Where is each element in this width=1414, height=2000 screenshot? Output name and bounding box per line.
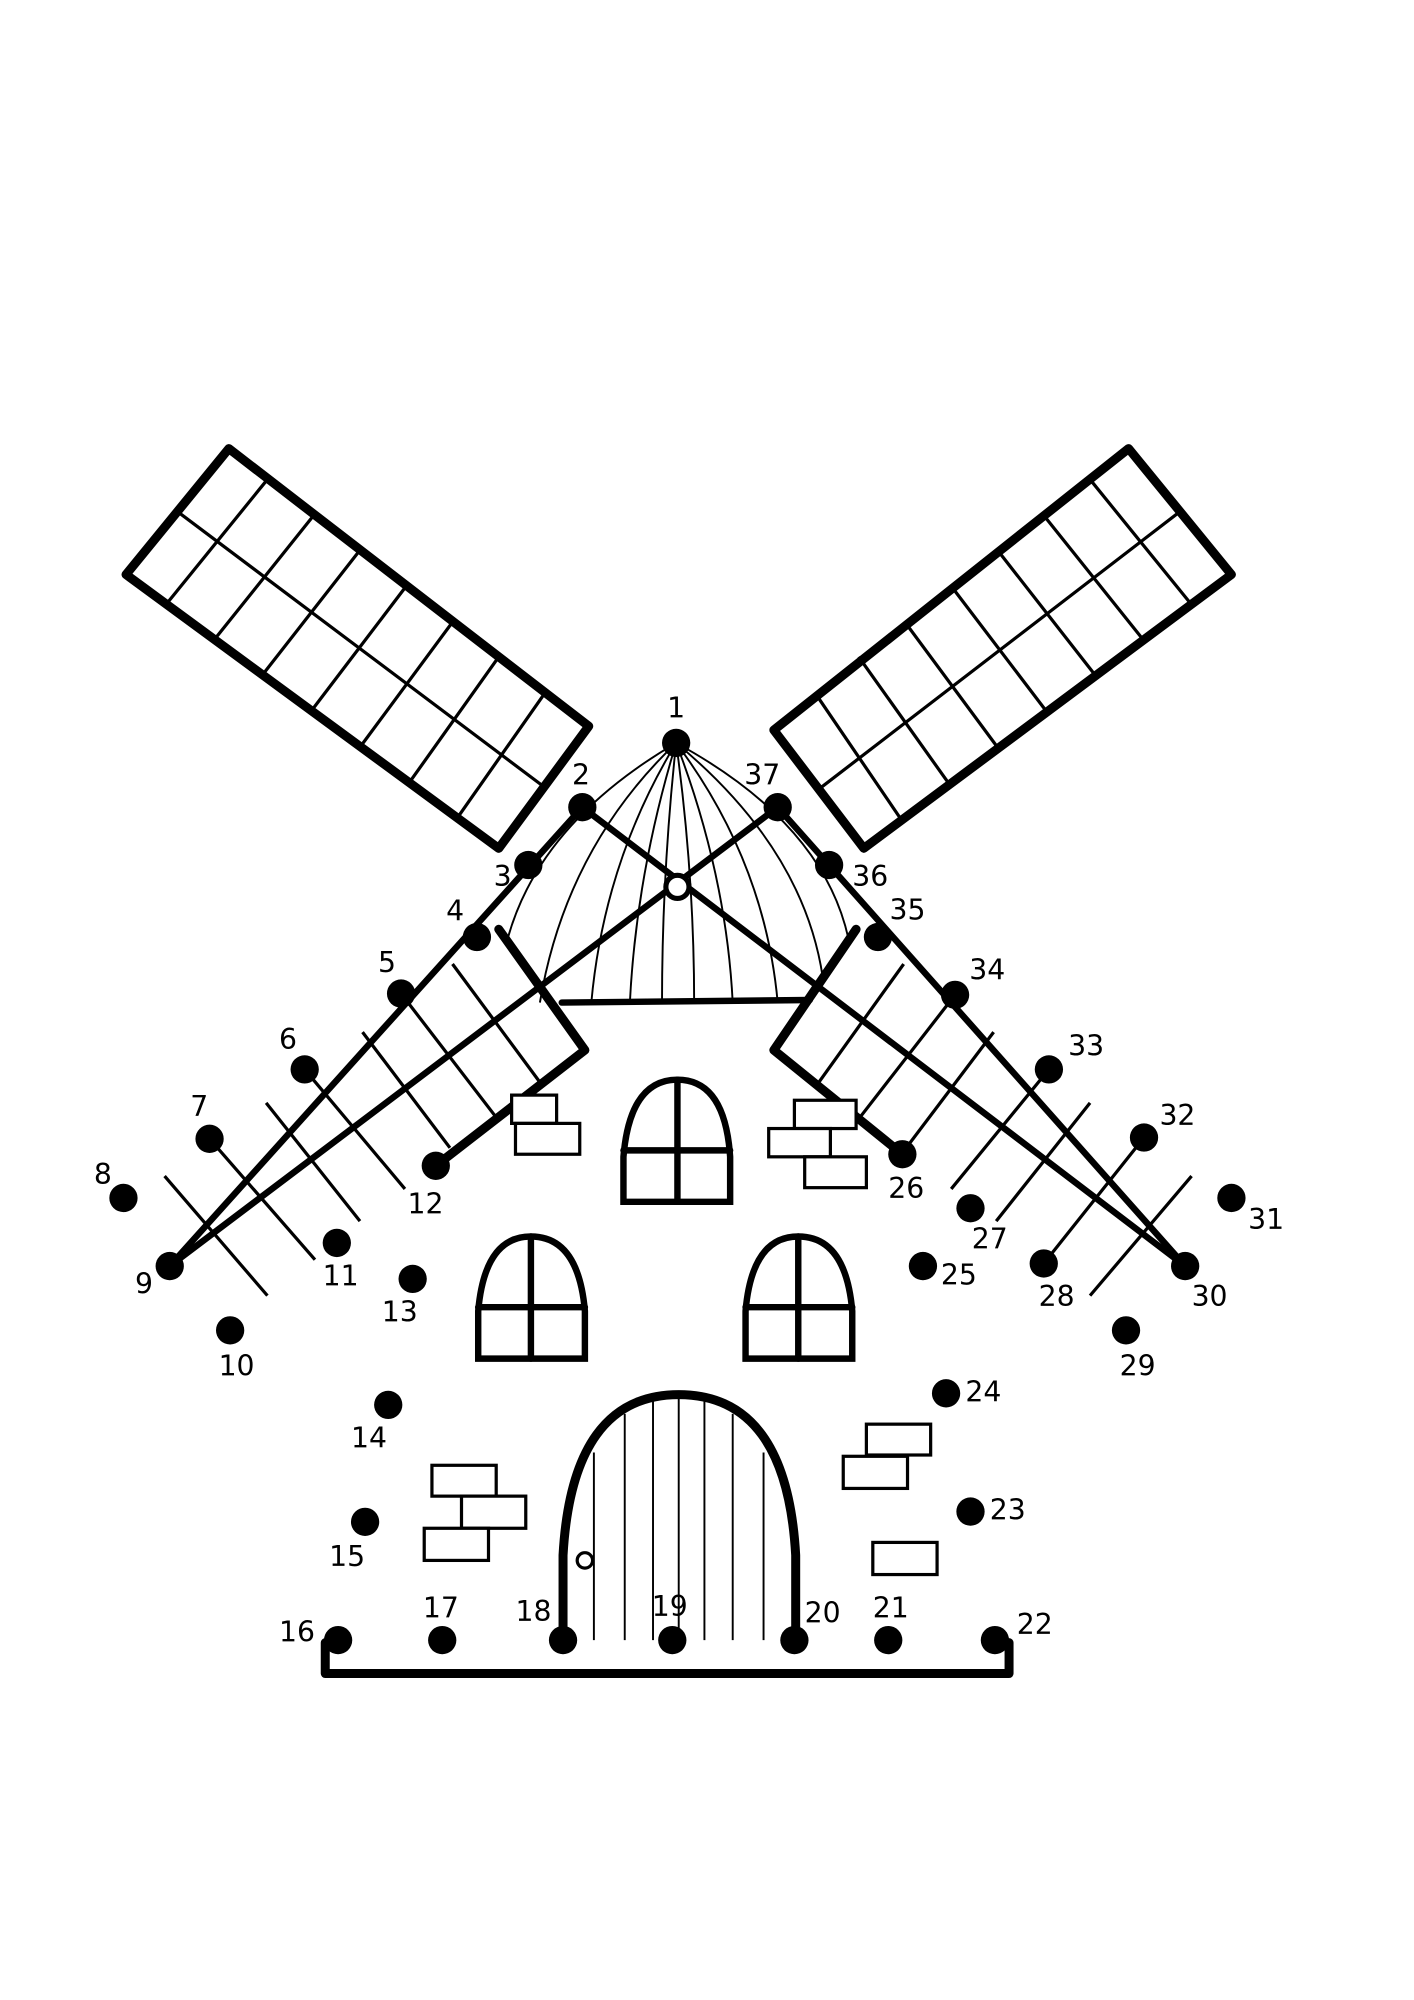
dot-19[interactable] xyxy=(658,1625,687,1655)
window-left xyxy=(474,1233,589,1362)
ground-line xyxy=(320,1638,1014,1679)
door-knob-icon xyxy=(575,1551,595,1570)
door xyxy=(558,1390,801,1645)
dot-15[interactable] xyxy=(350,1507,380,1536)
axis-right xyxy=(774,803,1189,1270)
dot-10[interactable] xyxy=(215,1316,245,1345)
dot-label-11: 11 xyxy=(323,1260,359,1293)
dot-label-3: 3 xyxy=(494,860,512,893)
dot-17[interactable] xyxy=(428,1625,457,1655)
hub-icon xyxy=(663,872,692,902)
dot-22[interactable] xyxy=(980,1625,1010,1655)
dot-11[interactable] xyxy=(322,1228,351,1258)
dot-label-28: 28 xyxy=(1039,1280,1075,1313)
dot-29[interactable] xyxy=(1111,1316,1141,1345)
dot-label-33: 33 xyxy=(1068,1030,1104,1063)
dot-label-9: 9 xyxy=(135,1267,153,1300)
sail-bottom-left xyxy=(163,924,590,1297)
dot-label-23: 23 xyxy=(990,1494,1026,1527)
dot-12[interactable] xyxy=(421,1151,450,1180)
dot-33[interactable] xyxy=(1034,1055,1064,1084)
dot-4[interactable] xyxy=(462,922,492,952)
axis-left xyxy=(166,803,586,1270)
dot-14[interactable] xyxy=(374,1390,403,1420)
dot-label-15: 15 xyxy=(329,1540,365,1573)
sail-bottom-right xyxy=(769,924,1193,1297)
dot-26[interactable] xyxy=(888,1140,917,1169)
dot-13[interactable] xyxy=(398,1264,427,1294)
dot-label-4: 4 xyxy=(446,895,464,928)
dot-label-35: 35 xyxy=(890,893,926,926)
dot-label-29: 29 xyxy=(1120,1350,1156,1383)
dot-label-1: 1 xyxy=(667,692,685,725)
dot-label-8: 8 xyxy=(94,1158,112,1191)
dot-7[interactable] xyxy=(195,1124,224,1153)
dot-label-5: 5 xyxy=(378,946,396,979)
dot-2[interactable] xyxy=(568,793,597,822)
dot-label-16: 16 xyxy=(279,1616,315,1649)
window-top xyxy=(620,1076,734,1206)
dot-label-14: 14 xyxy=(351,1422,387,1455)
dot-label-21: 21 xyxy=(873,1591,909,1624)
dot-25[interactable] xyxy=(908,1251,938,1281)
roof xyxy=(506,742,850,1006)
dot-label-34: 34 xyxy=(969,954,1005,987)
dot-label-24: 24 xyxy=(965,1375,1001,1408)
dot-label-22: 22 xyxy=(1017,1608,1053,1641)
dot-label-37: 37 xyxy=(744,758,780,791)
dot-31[interactable] xyxy=(1217,1183,1246,1213)
dot-label-36: 36 xyxy=(852,860,888,893)
dot-36[interactable] xyxy=(814,850,844,880)
dot-23[interactable] xyxy=(956,1497,985,1526)
dot-label-25: 25 xyxy=(941,1258,977,1291)
dot-28[interactable] xyxy=(1029,1249,1058,1278)
dot-1[interactable] xyxy=(662,728,691,758)
dot-label-10: 10 xyxy=(219,1350,255,1383)
dot-16[interactable] xyxy=(323,1625,353,1655)
dot-35[interactable] xyxy=(863,922,893,952)
dot-21[interactable] xyxy=(874,1625,903,1655)
dot-label-2: 2 xyxy=(572,758,590,791)
windmill-drawing xyxy=(121,444,1236,1679)
dot-18[interactable] xyxy=(548,1625,578,1655)
dot-label-27: 27 xyxy=(972,1222,1008,1255)
dot-label-6: 6 xyxy=(279,1023,297,1056)
dot-label-13: 13 xyxy=(382,1296,418,1329)
dot-label-12: 12 xyxy=(408,1188,444,1221)
dot-5[interactable] xyxy=(386,979,416,1008)
dot-label-20: 20 xyxy=(805,1596,841,1629)
dot-label-32: 32 xyxy=(1159,1099,1195,1132)
dot-label-26: 26 xyxy=(888,1172,924,1205)
dot-6[interactable] xyxy=(290,1055,319,1084)
dot-37[interactable] xyxy=(763,793,792,822)
dot-label-31: 31 xyxy=(1248,1203,1284,1236)
bricks xyxy=(422,1093,939,1577)
sail-top-right xyxy=(769,444,1236,853)
sail-top-left xyxy=(121,444,594,853)
dot-9[interactable] xyxy=(155,1251,184,1281)
dot-label-19: 19 xyxy=(652,1590,688,1623)
window-right xyxy=(742,1233,856,1362)
dot-3[interactable] xyxy=(514,850,543,880)
dot-27[interactable] xyxy=(956,1194,985,1223)
dot-8[interactable] xyxy=(109,1183,138,1213)
dot-24[interactable] xyxy=(931,1379,961,1408)
dot-30[interactable] xyxy=(1171,1251,1200,1281)
dot-32[interactable] xyxy=(1129,1123,1159,1152)
dot-20[interactable] xyxy=(780,1625,809,1655)
dot-label-7: 7 xyxy=(190,1090,208,1123)
dot-label-17: 17 xyxy=(423,1591,459,1624)
dot-34[interactable] xyxy=(940,980,970,1009)
dot-label-30: 30 xyxy=(1192,1280,1228,1313)
dot-label-18: 18 xyxy=(515,1595,551,1628)
